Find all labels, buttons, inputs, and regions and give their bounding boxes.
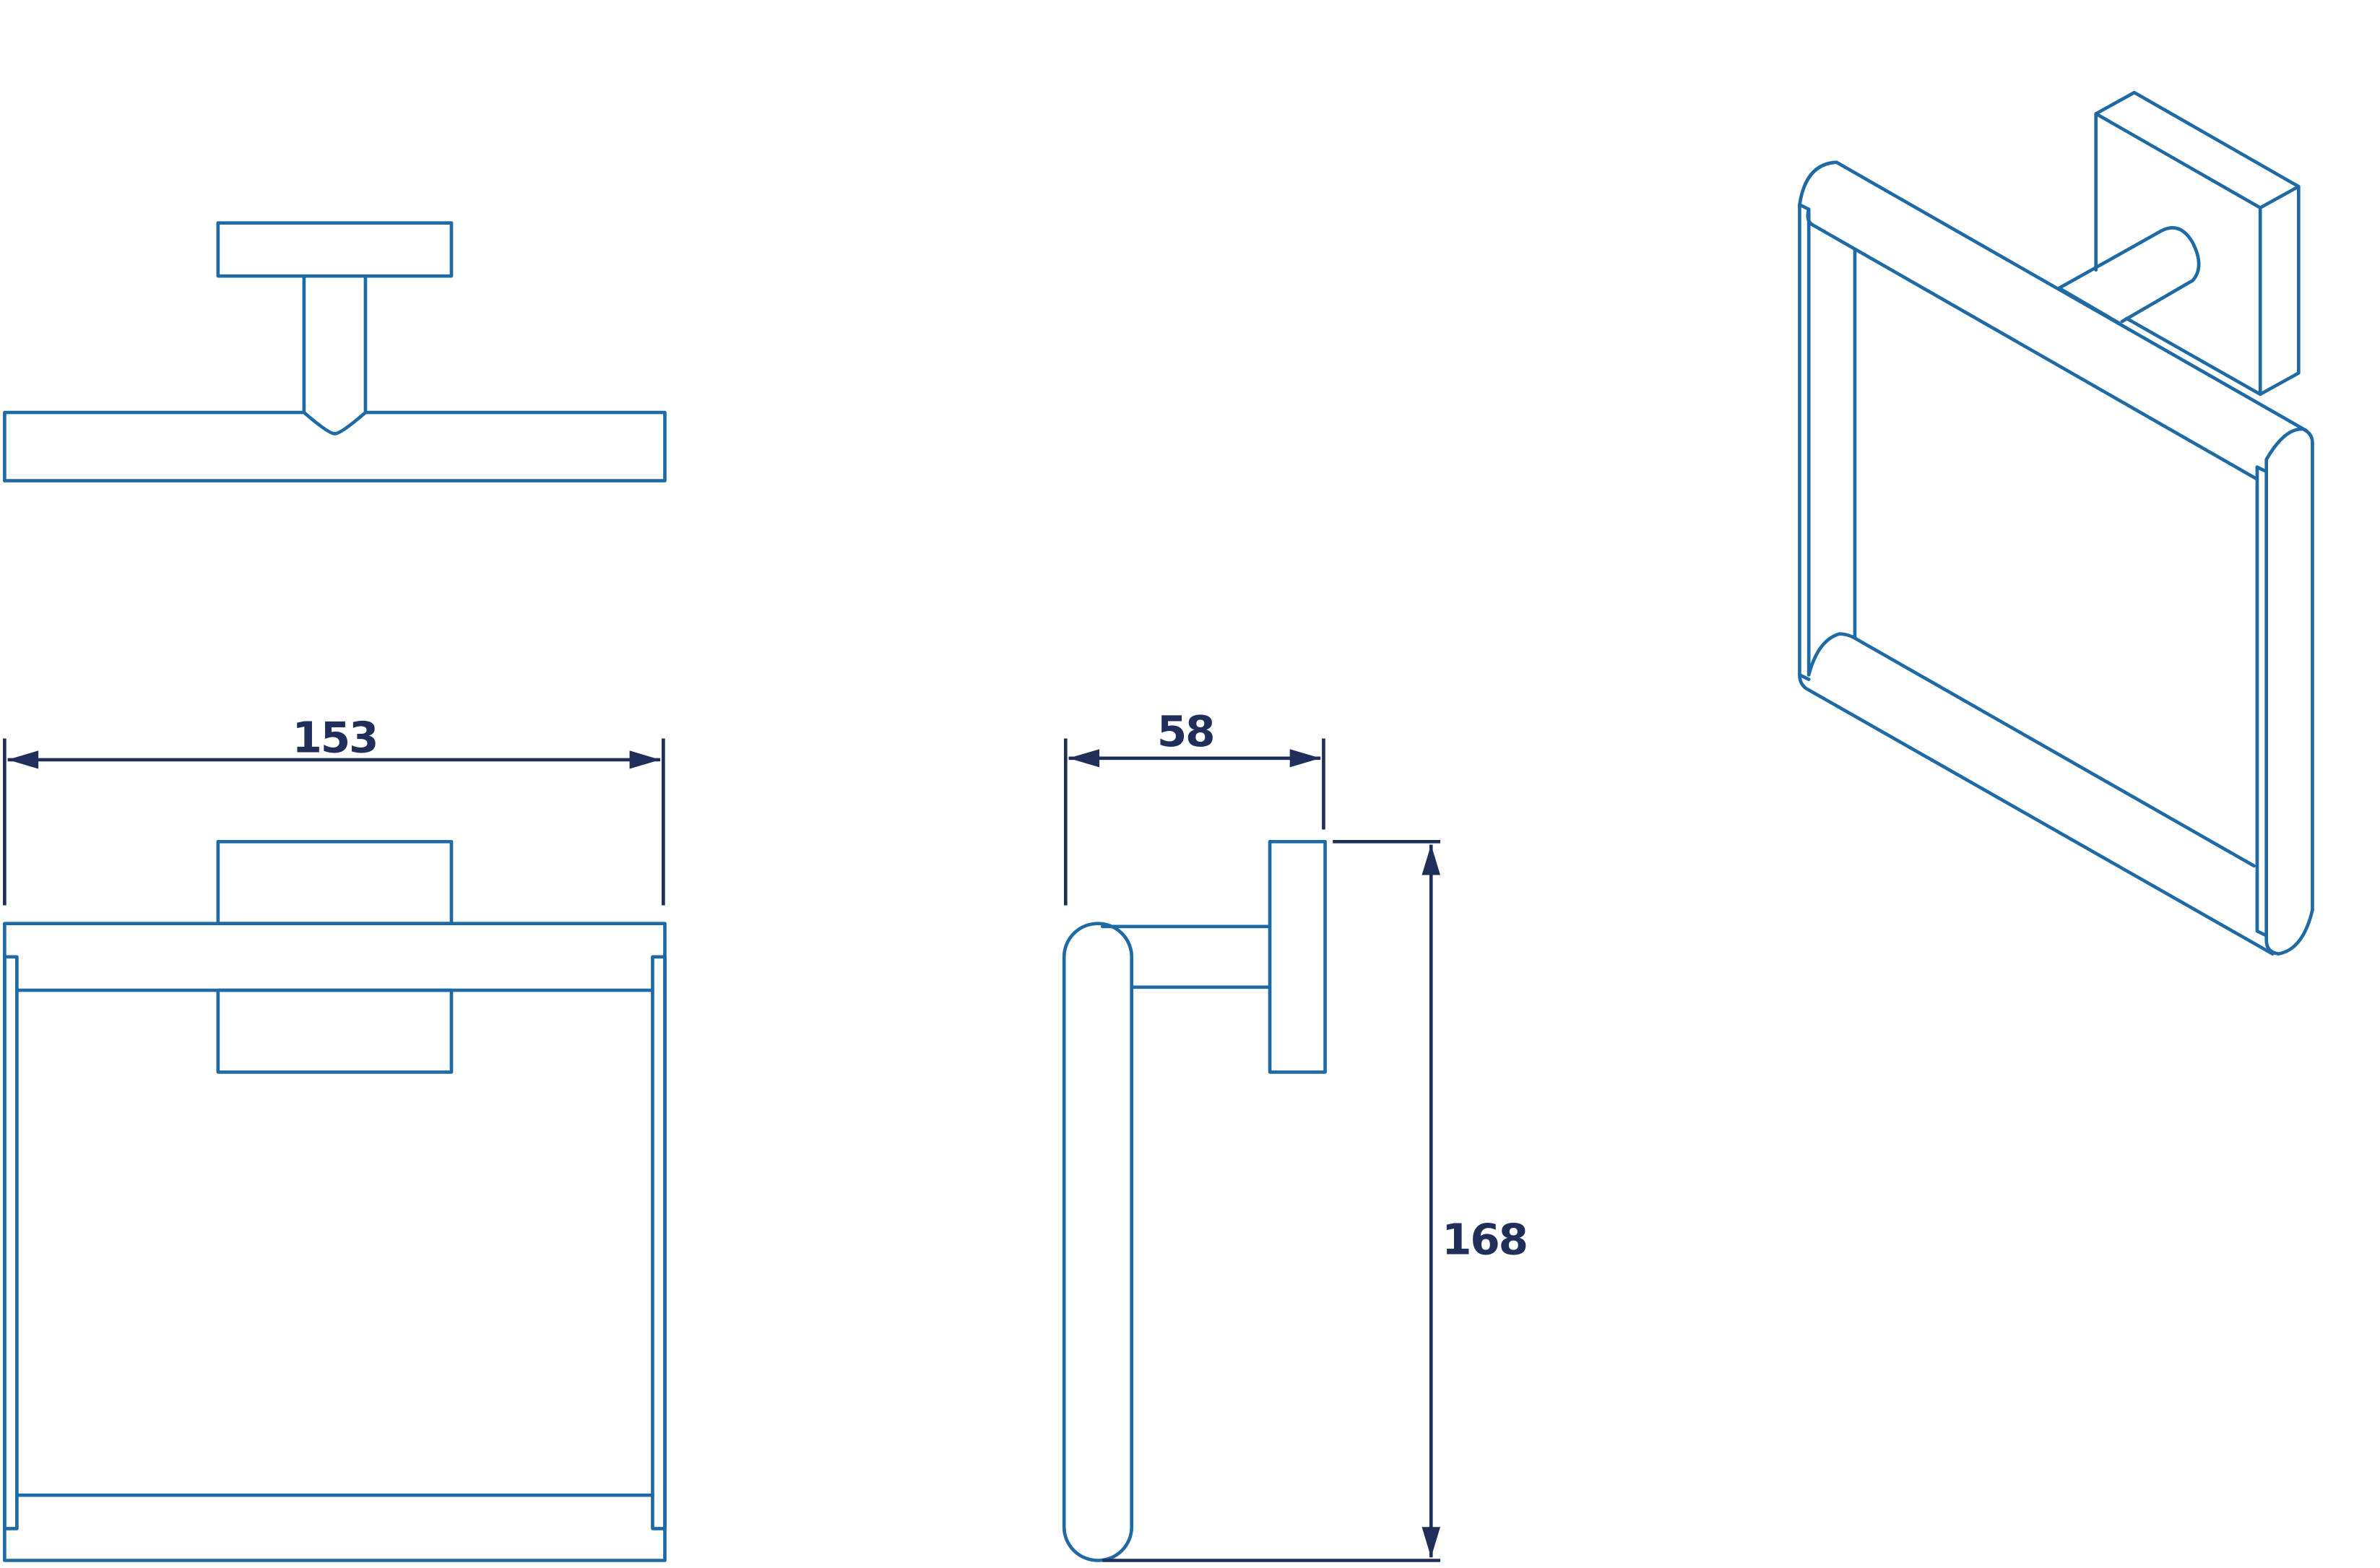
front-view-wall-plate-top	[216, 839, 454, 925]
iso-top-bar	[1798, 160, 2308, 481]
front-view-wall-plate-bottom	[216, 988, 454, 1074]
front-view	[3, 839, 667, 1562]
dim-width-label: 153	[293, 713, 378, 763]
side-view-arm	[1100, 924, 1272, 989]
dimension-height: 168	[1102, 839, 1528, 1562]
top-view	[3, 221, 667, 482]
front-view-right-side-bar	[651, 955, 667, 1530]
dimension-depth: 58	[1063, 706, 1325, 906]
iso-bottom-bar	[1798, 632, 2275, 956]
top-view-post	[302, 274, 368, 436]
top-view-bar	[3, 410, 667, 482]
dimension-width: 153	[3, 713, 665, 906]
side-view-ring-profile	[1062, 922, 1134, 1562]
dim-depth-arrow-right	[1289, 749, 1321, 768]
side-view	[1062, 839, 1327, 1562]
dim-depth-label: 58	[1157, 706, 1214, 756]
front-view-left-side-bar	[3, 955, 19, 1530]
dim-width-arrow-left	[7, 750, 39, 769]
front-view-outer-frame	[3, 922, 667, 1562]
dim-depth-arrow-left	[1068, 749, 1100, 768]
isometric-view	[1798, 90, 2314, 956]
iso-right-bar	[2255, 427, 2314, 956]
iso-left-bar	[1798, 203, 1857, 681]
top-view-wall-plate	[216, 221, 454, 278]
dim-height-label: 168	[1442, 1215, 1527, 1265]
iso-wall-block	[2094, 90, 2301, 397]
dim-width-arrow-right	[629, 750, 661, 769]
side-view-wall-plate	[1268, 839, 1327, 1074]
dim-height-arrow-top	[1421, 844, 1441, 875]
dim-height-arrow-bottom	[1421, 1527, 1441, 1558]
iso-support-arm	[2057, 226, 2201, 325]
